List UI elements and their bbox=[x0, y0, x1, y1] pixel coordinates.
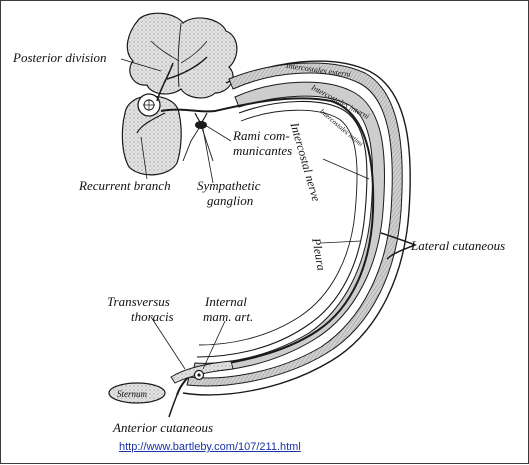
lateral-cutaneous-nerve bbox=[380, 232, 418, 260]
sternum bbox=[108, 382, 166, 404]
label-sympathetic-line2: ganglion bbox=[207, 193, 254, 208]
label-leader-lines bbox=[120, 58, 370, 370]
label-internal-line1: Internal bbox=[205, 294, 247, 309]
label-anterior-cutaneous: Anterior cutaneous bbox=[113, 420, 214, 435]
rami-communicantes bbox=[194, 112, 208, 124]
anterior-cutaneous-nerve bbox=[168, 394, 178, 418]
label-rami-line2: municantes bbox=[233, 143, 293, 158]
label-transversus-line2: thoracis bbox=[131, 309, 174, 324]
source-link[interactable]: http://www.bartleby.com/107/211.html bbox=[119, 441, 301, 453]
pleura-line bbox=[196, 100, 368, 358]
label-transversus-line1: Transversus bbox=[107, 294, 170, 309]
label-lateral-cutaneous: Lateral cutaneous bbox=[411, 238, 506, 253]
label-sternum: Sternum bbox=[117, 389, 147, 399]
recurrent-branch-nerve bbox=[136, 112, 166, 134]
label-posterior-division: Posterior division bbox=[13, 50, 107, 65]
label-internal-line2: mam. art. bbox=[203, 309, 254, 324]
label-rami-line1: Rami com- bbox=[233, 128, 290, 143]
external-intercostal-band bbox=[186, 62, 403, 387]
label-sympathetic-line1: Sympathetic bbox=[197, 178, 261, 193]
outer-thoracic-wall bbox=[182, 60, 411, 396]
back-muscle-mass bbox=[126, 12, 238, 99]
label-recurrent-branch: Recurrent branch bbox=[79, 178, 171, 193]
posterior-division-nerve bbox=[156, 56, 208, 102]
